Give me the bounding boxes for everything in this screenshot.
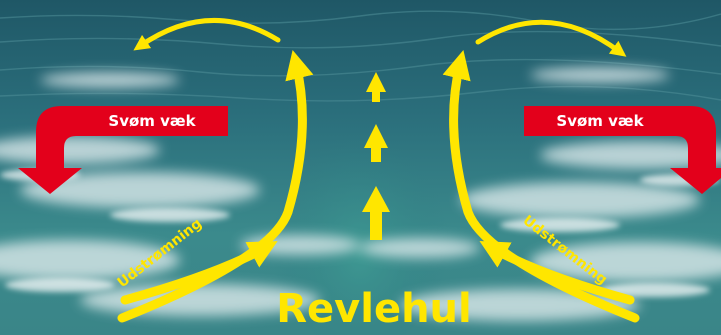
curved-arrow-icon — [475, 19, 627, 57]
curved-arrow-icon — [117, 50, 314, 323]
curved-arrow-icon — [120, 241, 278, 305]
curved-arrow-icon — [442, 50, 640, 323]
curved-arrow-icon — [479, 240, 635, 305]
swim-away-arrow-left: Svøm væk — [18, 106, 228, 194]
swim-away-arrow-right: Svøm væk — [524, 106, 721, 194]
up-arrow-icon — [364, 124, 388, 162]
up-arrow-icon — [362, 186, 390, 240]
diagram-title: Revlehul — [276, 286, 472, 332]
swim-away-arrow-icon — [18, 106, 228, 194]
swim-away-arrow-icon — [524, 106, 721, 194]
swim-away-label-left: Svøm væk — [108, 112, 196, 130]
swim-away-label-right: Svøm væk — [556, 112, 644, 130]
rip-current-arrows — [362, 72, 390, 240]
curved-arrow-icon — [133, 17, 281, 51]
up-arrow-icon — [366, 72, 386, 102]
